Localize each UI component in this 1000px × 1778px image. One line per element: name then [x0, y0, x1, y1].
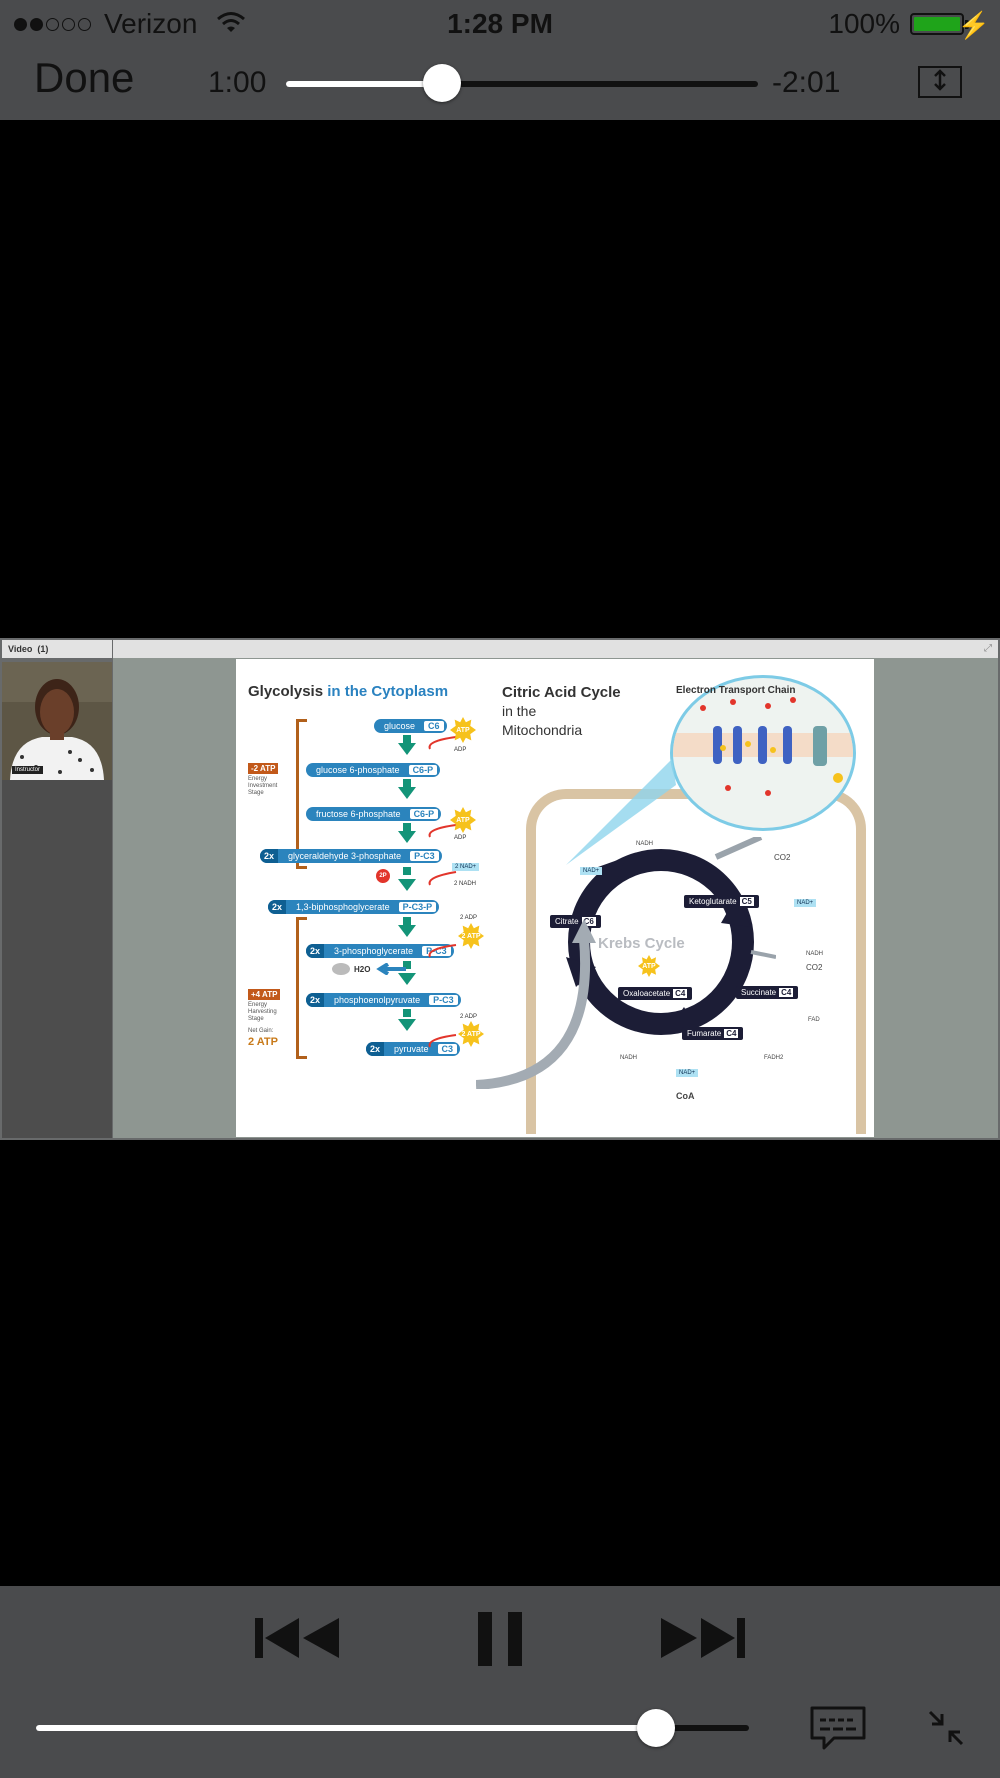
- aspect-ratio-button[interactable]: [918, 66, 962, 98]
- krebs-atp-icon: ATP: [638, 955, 660, 977]
- respiration-slide: Glycolysis in the Cytoplasm -2 ATP Energ…: [236, 659, 874, 1137]
- pyruvate-to-krebs-arrow: [476, 919, 596, 1089]
- down-arrow-icon: [398, 743, 416, 755]
- cofactor-arrows: [428, 736, 457, 1048]
- etc-inset: [670, 675, 856, 831]
- wifi-icon: [216, 10, 246, 41]
- net-gain-value: 2 ATP: [248, 1036, 278, 1048]
- volume-thumb[interactable]: [637, 1709, 676, 1747]
- harvesting-note: Energy Harvesting Stage: [248, 1002, 277, 1022]
- citric-acid-subtitle-2: Mitochondria: [502, 722, 583, 738]
- adp-label: ADP: [454, 747, 467, 753]
- nad-label: 2 NAD+: [452, 863, 480, 871]
- playback-scrubber[interactable]: [286, 81, 758, 87]
- collapse-icon: [926, 1710, 966, 1752]
- citric-acid-subtitle-1: in the: [502, 703, 537, 719]
- etc-title: Electron Transport Chain: [676, 685, 796, 696]
- investment-atp-badge: -2 ATP: [248, 763, 279, 774]
- instructor-webcam: Instructor: [2, 662, 112, 780]
- krebs-co2-label: CO2: [774, 853, 791, 862]
- status-bar: Verizon 1:28 PM 100% ⚡: [0, 0, 1000, 50]
- down-arrow-icon: [398, 879, 416, 891]
- krebs-fad-label: FAD: [808, 1017, 820, 1023]
- elapsed-time: 1:00: [208, 66, 267, 99]
- captions-button[interactable]: [808, 1704, 868, 1755]
- down-arrow-icon: [398, 1019, 416, 1031]
- next-icon: [659, 1618, 745, 1664]
- water-label: H2O: [354, 965, 371, 974]
- down-arrow-icon: [398, 925, 416, 937]
- adp-label: 2 ADP: [460, 915, 478, 921]
- krebs-co2-label: CO2: [806, 963, 823, 972]
- krebs-fadh2-label: FADH2: [764, 1055, 784, 1061]
- captions-icon: [808, 1706, 868, 1754]
- net-gain-label: Net Gain:: [248, 1028, 274, 1034]
- carrier-name: Verizon: [104, 8, 198, 39]
- krebs-nadh-label: NADH: [636, 841, 654, 847]
- charging-bolt-icon: ⚡: [957, 10, 990, 40]
- playback-progress-fill: [286, 81, 442, 87]
- slide-toolbar: ⤢: [113, 640, 998, 658]
- citric-acid-title: Citric Acid Cycle: [502, 684, 621, 701]
- adp-label: ADP: [454, 835, 467, 841]
- harvesting-bracket: [296, 917, 307, 1059]
- krebs-coa-label: CoA: [676, 1091, 695, 1101]
- left-arrow-icon: [376, 963, 406, 975]
- top-bar: Verizon 1:28 PM 100% ⚡ Done 1:00 -2:01: [0, 0, 1000, 120]
- nadh-label: 2 NADH: [454, 881, 477, 887]
- video-panel-title: Video (1): [2, 640, 112, 658]
- previous-track-button[interactable]: [255, 1616, 341, 1665]
- krebs-nadh-label: NADH: [806, 951, 824, 957]
- vertical-arrows-icon: [933, 68, 947, 96]
- down-arrow-icon: [398, 973, 416, 985]
- bottom-controls: [0, 1586, 1000, 1778]
- expand-icon[interactable]: ⤢: [984, 643, 992, 654]
- battery-icon: [910, 13, 964, 35]
- webcam-label: Instructor: [12, 766, 44, 774]
- next-track-button[interactable]: [659, 1616, 745, 1665]
- done-button[interactable]: Done: [34, 54, 135, 101]
- down-arrow-icon: [398, 787, 416, 799]
- krebs-nad-label: NAD+: [794, 899, 817, 907]
- phosphate-icon: 2P: [376, 869, 390, 883]
- volume-fill: [36, 1725, 657, 1731]
- scrubber-thumb[interactable]: [422, 64, 461, 102]
- exit-fullscreen-button[interactable]: [926, 1708, 966, 1753]
- clock: 1:28 PM: [447, 8, 553, 39]
- remaining-time: -2:01: [772, 66, 841, 99]
- glycolysis-title: Glycolysis in the Cytoplasm: [248, 683, 449, 700]
- signal-strength-icon: [14, 18, 91, 31]
- harvesting-atp-badge: +4 ATP: [248, 989, 281, 1000]
- adp-label: 2 ADP: [460, 1014, 478, 1020]
- investment-note: Energy Investment Stage: [248, 776, 278, 796]
- down-arrow-icon: [398, 831, 416, 843]
- inset-callout: [566, 759, 676, 865]
- pause-icon: [478, 1612, 522, 1670]
- video-sidebar: [2, 780, 112, 1138]
- pause-button[interactable]: [478, 1612, 522, 1671]
- battery-percent: 100%: [828, 8, 900, 39]
- krebs-nadh-label: NADH: [620, 1055, 638, 1061]
- previous-icon: [255, 1618, 341, 1664]
- krebs-nad-label: NAD+: [676, 1069, 699, 1077]
- volume-slider[interactable]: [36, 1725, 749, 1731]
- krebs-nad-label: NAD+: [580, 867, 603, 875]
- krebs-cycle-label: Krebs Cycle: [598, 935, 685, 952]
- water-molecule-icon: [332, 963, 350, 975]
- investment-bracket: [296, 719, 307, 869]
